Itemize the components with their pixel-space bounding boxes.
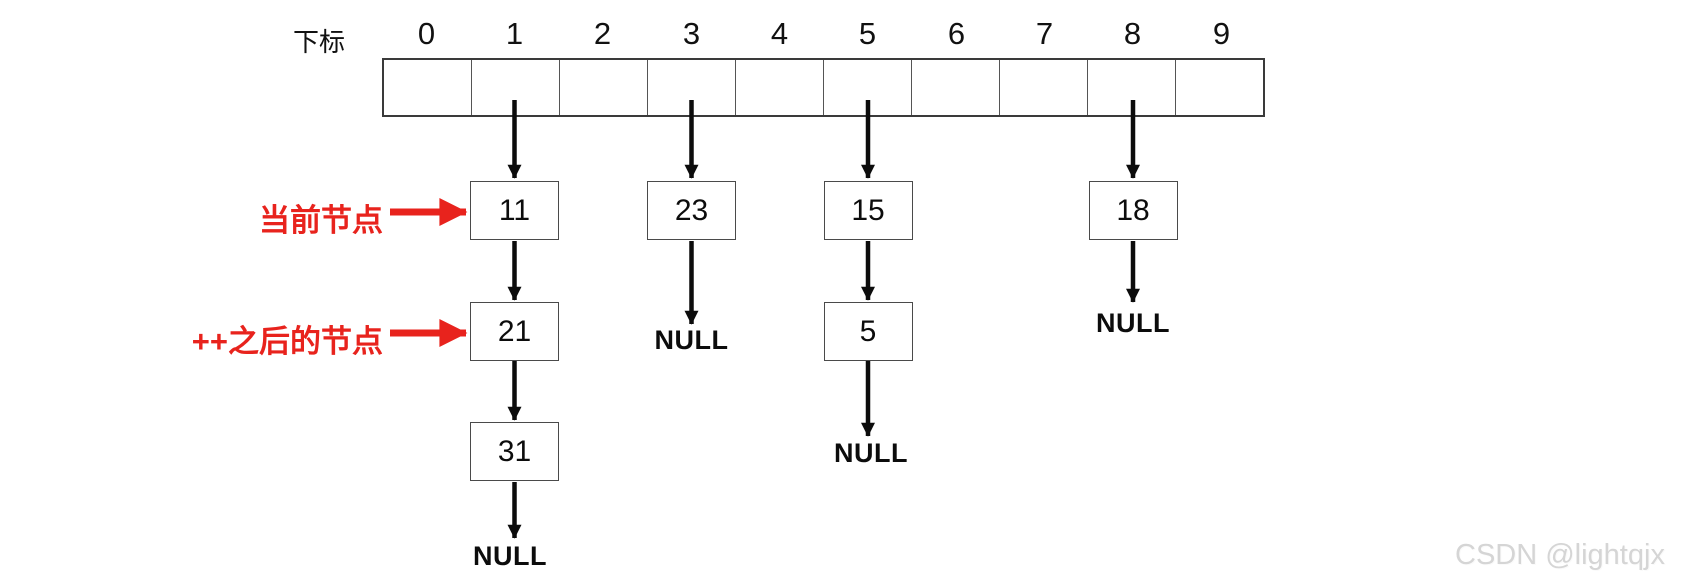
null-terminator-bucket3: NULL xyxy=(654,325,729,355)
watermark: CSDN @lightqjx xyxy=(1455,539,1665,571)
index-label-3: 3 xyxy=(682,16,701,51)
bucket-cell-1 xyxy=(472,60,560,115)
list-node-31: 31 xyxy=(470,422,559,481)
bucket-cell-5 xyxy=(824,60,912,115)
index-label-4: 4 xyxy=(770,16,789,51)
null-terminator-bucket8: NULL xyxy=(1096,308,1170,338)
index-label-2: 2 xyxy=(593,16,612,51)
index-label-9: 9 xyxy=(1212,16,1231,51)
bucket-array xyxy=(382,58,1265,117)
bucket-cell-4 xyxy=(736,60,824,115)
list-node-23: 23 xyxy=(647,181,736,240)
current-node-annotation: 当前节点 xyxy=(259,203,383,238)
list-node-18: 18 xyxy=(1088,181,1178,240)
list-node-15: 15 xyxy=(823,181,913,240)
bucket-cell-0 xyxy=(384,60,472,115)
index-label-5: 5 xyxy=(858,16,877,51)
index-label-6: 6 xyxy=(947,16,966,51)
bucket-cell-9 xyxy=(1176,60,1263,115)
null-terminator-bucket1: NULL xyxy=(473,541,547,571)
bucket-cell-6 xyxy=(912,60,1000,115)
index-label-7: 7 xyxy=(1035,16,1054,51)
bucket-cell-7 xyxy=(1000,60,1088,115)
null-terminator-bucket5: NULL xyxy=(834,438,908,468)
index-label-1: 1 xyxy=(505,16,524,51)
bucket-cell-2 xyxy=(560,60,648,115)
list-node-21: 21 xyxy=(470,302,559,361)
index-label-0: 0 xyxy=(417,16,436,51)
list-node-11: 11 xyxy=(470,181,559,240)
after-increment-annotation: ++之后的节点 xyxy=(191,324,383,359)
bucket-cell-3 xyxy=(648,60,736,115)
bucket-cell-8 xyxy=(1088,60,1176,115)
index-label-8: 8 xyxy=(1123,16,1142,51)
list-node-5: 5 xyxy=(823,302,913,361)
index-caption: 下标 xyxy=(293,27,346,57)
